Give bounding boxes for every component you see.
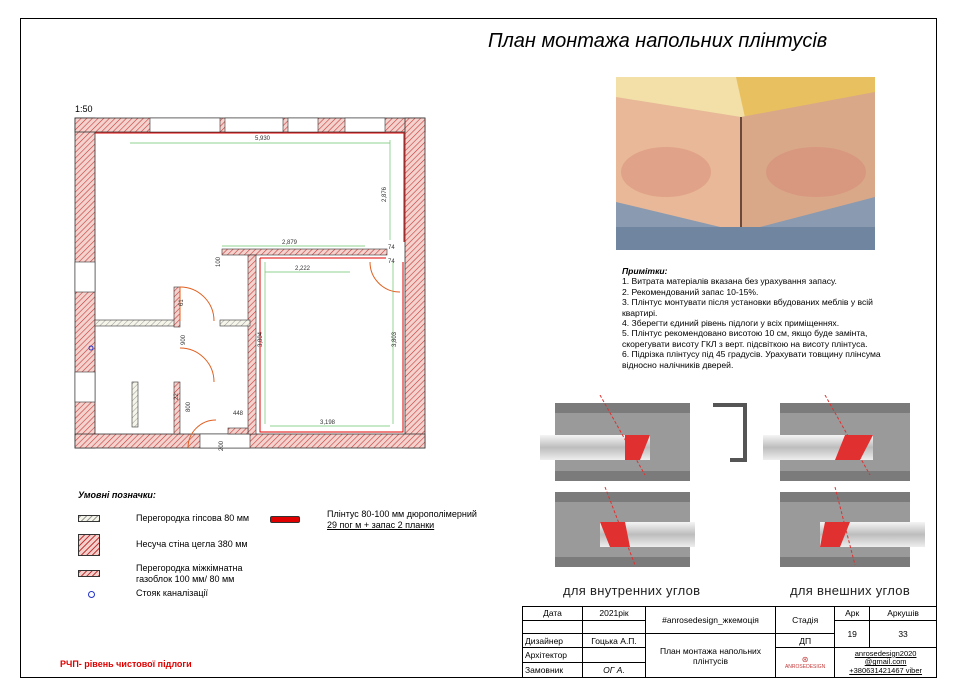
stage-label: Стадія <box>774 605 836 635</box>
legend-title: Умовні позначки: <box>78 490 156 500</box>
dim-small-448: 448 <box>233 411 244 417</box>
legend-swatch-plinth <box>270 516 300 523</box>
dim-bottom-width: 3,198 <box>320 420 336 426</box>
dim-right-upper: 2,876 <box>382 186 388 202</box>
outer-corner-diagram-1 <box>763 395 910 481</box>
contact-phone: +380631421467 viber <box>849 665 923 675</box>
studio-logo: ⊛ ANROSEDESIGN <box>774 646 836 679</box>
notes-block: Примітки: 1. Витрата матеріалів вказана … <box>622 266 902 370</box>
designer-label: Дизайнер <box>522 633 583 648</box>
outer-corner-diagram-2 <box>780 486 925 567</box>
dim-small-74b: 74 <box>388 259 395 265</box>
note-item: 3. Плінтус монтувати після установки вбу… <box>622 297 873 318</box>
legend-gasblock-line2: газоблок 100 мм/ 80 мм <box>136 574 235 584</box>
note-item: 2. Рекомендований запас 10-15%. <box>622 286 759 297</box>
caption-outer-corners: для внешних углов <box>790 583 911 598</box>
dim-small-200: 200 <box>219 440 225 451</box>
floor-plan: 5,930 2,876 2,879 2,222 3,804 3,803 3,19… <box>74 117 426 451</box>
legend-gasblock-line1: Перегородка міжкімнатна <box>136 563 243 573</box>
inner-corner-diagram-2 <box>555 486 695 567</box>
contacts: anrosedesign2020 @gmail.com +38063142146… <box>834 646 937 679</box>
contact-email-1: anrosedesign2020 <box>854 648 917 658</box>
miter-diagrams <box>540 395 925 567</box>
client-signature: ОГ А. <box>582 661 646 679</box>
note-item: 4. Зберегти єдиний рівень підлоги у всіх… <box>622 318 840 329</box>
page-title: План монтажа напольних плінтусів <box>488 30 828 52</box>
logo-icon: ⊛ <box>801 654 809 664</box>
date-label: Дата <box>522 606 583 621</box>
logo-text: ANROSEDESIGN <box>784 663 826 670</box>
dim-inner-top: 2,879 <box>282 240 298 246</box>
dim-door-2: 800 <box>186 401 192 412</box>
client-label: Замовник <box>522 661 583 679</box>
bearing-walls <box>74 117 426 449</box>
legend-riser: Стояк каналізації <box>136 588 208 598</box>
plinth-lines <box>95 132 405 433</box>
dim-small-22: 22 <box>174 393 180 400</box>
note-item: 1. Витрата матеріалів вказана без урахув… <box>622 276 837 287</box>
dim-room-left: 3,804 <box>258 331 264 347</box>
notes-heading: Примітки: <box>622 266 668 276</box>
inner-corner-diagram-1 <box>540 395 690 481</box>
note-item: 6. Підрізка плінтусу під 45 градусів. Ур… <box>622 349 881 370</box>
contact-email-2: @gmail.com <box>864 657 907 667</box>
sheets-label: Аркушів <box>869 606 937 621</box>
legend-gasblock: Перегородка міжкімнатна газоблок 100 мм/… <box>136 563 243 585</box>
plinth-profile <box>713 403 747 462</box>
note-item: 5. Плінтус рекомендовано висотою 10 см, … <box>622 328 868 349</box>
sheet-title: План монтажа напольних плінтусів <box>645 633 776 678</box>
legend-swatch-brick <box>78 534 100 556</box>
legend-brick: Несуча стіна цегла 380 мм <box>136 539 248 549</box>
designer-value: Гоцька А.П. <box>582 633 646 648</box>
footnote-floor-level: РЧП- рівень чистової підлоги <box>60 659 192 669</box>
dim-room-right: 3,803 <box>392 331 398 347</box>
dim-door-1: 900 <box>181 334 187 345</box>
riser-icon <box>88 591 95 598</box>
dim-top-width: 5,930 <box>255 136 271 142</box>
partitions <box>94 248 388 435</box>
ark-value: 19 <box>834 619 871 648</box>
title-block: Дата 2021рік #anrosedesign_жкемоція Стад… <box>522 605 937 679</box>
dimension-lines <box>130 140 394 427</box>
architect-label: Архітектор <box>522 646 583 663</box>
ark-label: Арк <box>834 606 871 621</box>
sheets-value: 33 <box>869 619 937 648</box>
legend-gypsum: Перегородка гіпсова 80 мм <box>136 513 250 523</box>
dimension-texts: 5,930 2,876 2,879 2,222 3,804 3,803 3,19… <box>174 136 398 451</box>
hashtag: #anrosedesign_жкемоція <box>645 605 776 635</box>
legend-plinth: Плінтус 80-100 мм дюрополімерний 29 пог … <box>327 509 477 531</box>
date-value: 2021рік <box>582 606 646 621</box>
scale-label: 1:50 <box>75 104 93 114</box>
caption-inner-corners: для внутренних углов <box>563 583 701 598</box>
sewer-riser-marker <box>88 345 94 351</box>
legend-plinth-line1: Плінтус 80-100 мм дюрополімерний <box>327 509 477 519</box>
drawing-frame <box>20 18 937 678</box>
dim-small-100: 100 <box>216 256 222 267</box>
stage-value: ДП <box>774 633 836 648</box>
dim-small-74a: 74 <box>388 245 395 251</box>
legend-swatch-gasblock <box>78 570 100 577</box>
legend-plinth-line2: 29 пог м + запас 2 планки <box>327 520 435 530</box>
corner-photo <box>616 77 875 250</box>
doors <box>179 261 401 449</box>
legend-swatch-gypsum <box>78 515 100 522</box>
dim-small-61: 61 <box>179 299 185 306</box>
dim-inner-bottom-top: 2,222 <box>295 266 311 272</box>
